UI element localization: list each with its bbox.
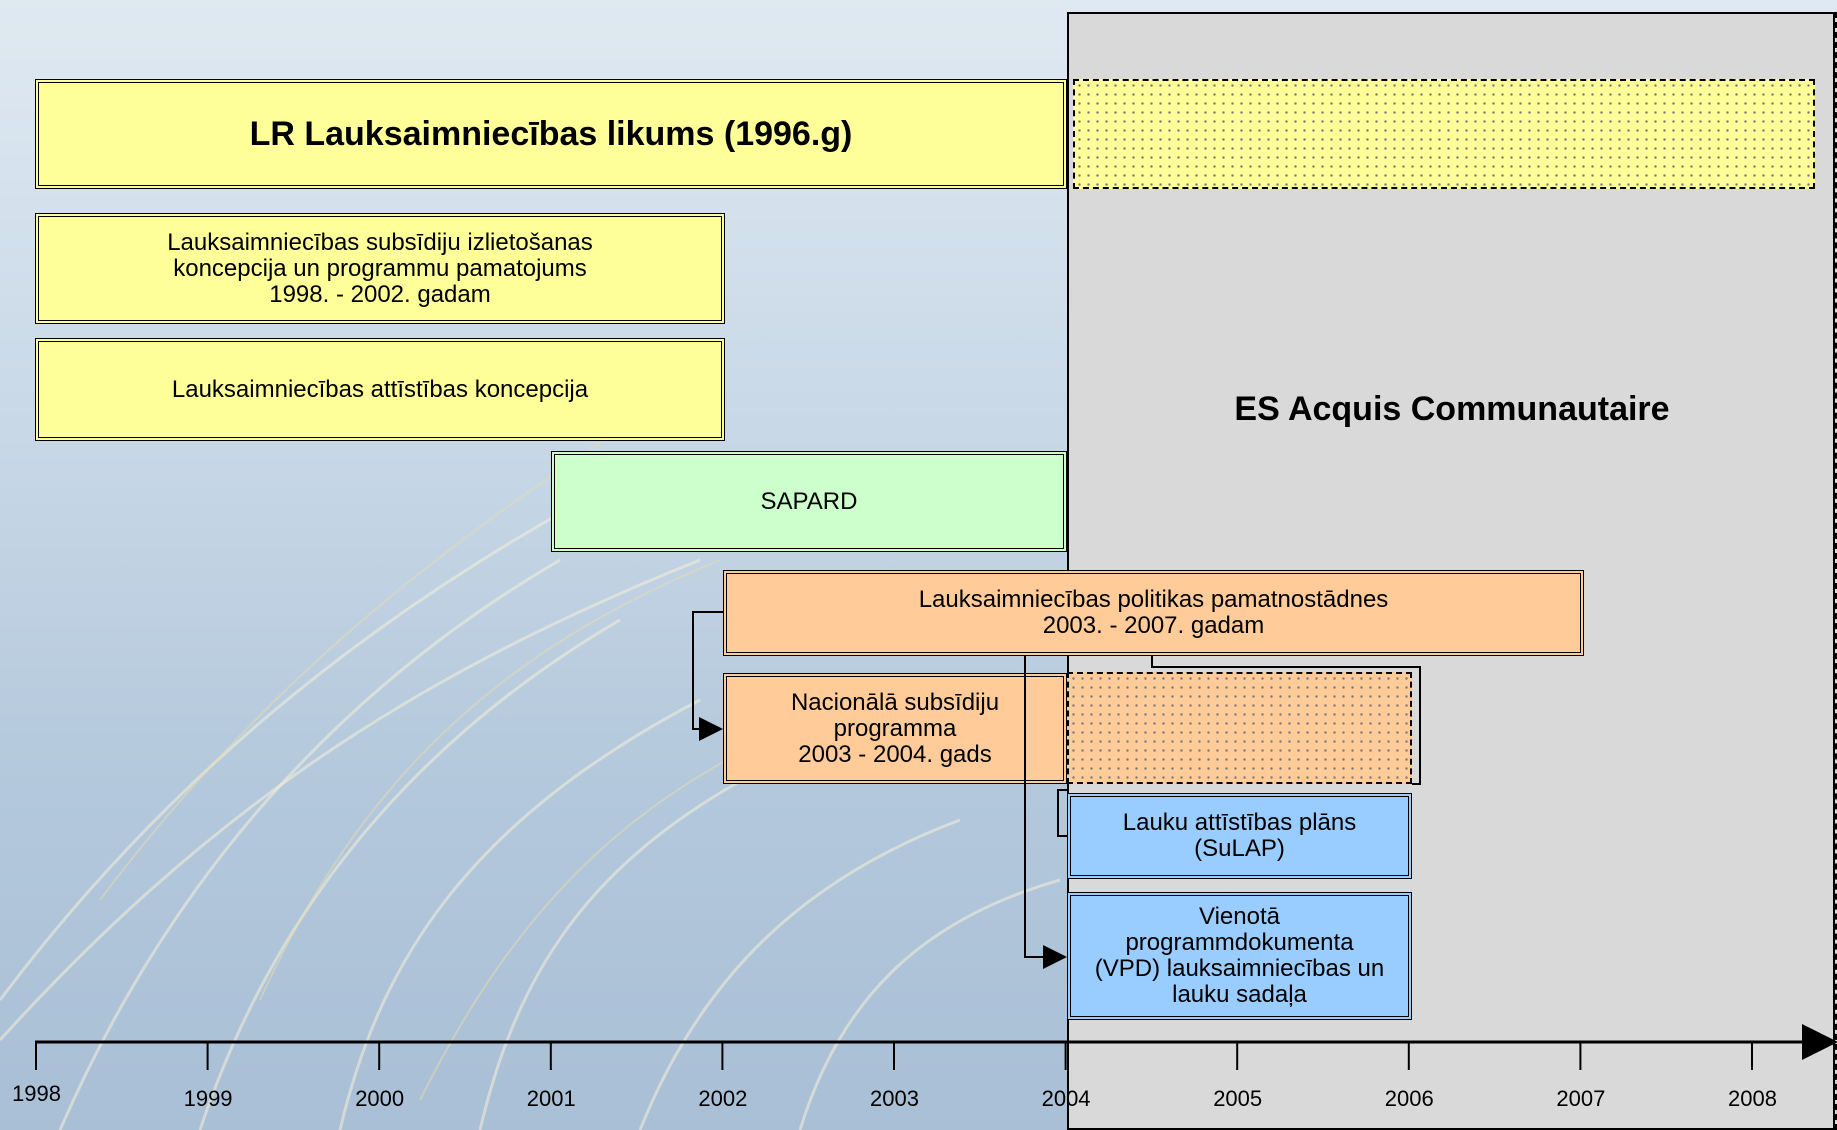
development-concept-box: Lauksaimniecības attīstības koncepcija — [35, 338, 725, 441]
sapard-text: SAPARD — [760, 487, 858, 515]
rural-development-plan-box: Lauku attīstības plāns (SuLAP) — [1067, 793, 1412, 879]
law-title: LR Lauksaimniecības likums (1996.g) — [249, 114, 853, 153]
axis-label-2008: 2008 — [1728, 1086, 1777, 1111]
subsidy-concept-text: Lauksaimniecības subsīdiju izlietošanas … — [167, 228, 593, 308]
national-subsidy-text: Nacionālā subsīdiju programma 2003 - 200… — [790, 688, 1000, 768]
axis-label-2001: 2001 — [526, 1086, 576, 1111]
subsidy-continuation-area — [1067, 672, 1412, 784]
connector-policy-to-national — [692, 611, 723, 741]
connector-to-rural-plan — [1057, 789, 1067, 837]
vpd-text: Vienotā programmdokumenta (VPD) lauksaim… — [1094, 903, 1385, 1008]
axis-label-2005: 2005 — [1213, 1086, 1263, 1111]
rural-development-plan-text: Lauku attīstības plāns (SuLAP) — [1122, 809, 1357, 862]
axis-label-2006: 2006 — [1384, 1086, 1434, 1111]
law-continuation-area — [1073, 79, 1815, 189]
axis-label-1998: 1998 — [12, 1081, 61, 1106]
es-acquis-label: ES Acquis Communautaire — [1234, 390, 1670, 428]
development-concept-text: Lauksaimniecības attīstības koncepcija — [171, 375, 589, 403]
subsidy-concept-box: Lauksaimniecības subsīdiju izlietošanas … — [35, 213, 725, 324]
axis-label-2002: 2002 — [698, 1086, 748, 1111]
law-box: LR Lauksaimniecības likums (1996.g) — [35, 79, 1067, 189]
axis-label-2003: 2003 — [870, 1086, 919, 1111]
axis-label-2007: 2007 — [1556, 1086, 1606, 1111]
policy-step-line — [1151, 656, 1421, 785]
national-subsidy-box: Nacionālā subsīdiju programma 2003 - 200… — [723, 673, 1067, 784]
policy-guidelines-text: Lauksaimniecības politikas pamatnostādne… — [918, 586, 1389, 639]
axis-label-1999: 1999 — [183, 1086, 233, 1111]
axis-label-2000: 2000 — [355, 1086, 405, 1111]
policy-guidelines-box: Lauksaimniecības politikas pamatnostādne… — [723, 570, 1584, 656]
connector-policy-to-vpd — [1024, 656, 1067, 969]
vpd-box: Vienotā programmdokumenta (VPD) lauksaim… — [1067, 892, 1412, 1020]
sapard-box: SAPARD — [551, 451, 1067, 552]
axis-label-2004: 2004 — [1041, 1086, 1091, 1111]
